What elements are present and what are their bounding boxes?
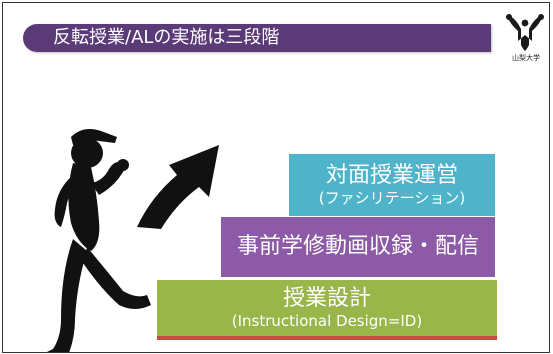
step-title: 対面授業運営: [325, 163, 458, 188]
climbing-figure-icon: [47, 129, 151, 352]
logo-caption: 山梨大学: [512, 54, 540, 62]
step-subtitle: (ファシリテーション): [318, 189, 466, 207]
step-facilitation: 対面授業運営 (ファシリテーション): [289, 154, 495, 216]
step-pre-learning-video: 事前学修動画収録・配信: [221, 217, 495, 277]
up-arrow-icon: [137, 145, 219, 229]
step-subtitle: (Instructional Design=ID): [231, 312, 423, 330]
bottom-accent-line: [157, 336, 497, 340]
page-title: 反転授業/ALの実施は三段階: [53, 27, 280, 48]
university-logo-icon: 山梨大学: [501, 11, 549, 63]
step-title: 事前学修動画収録・配信: [236, 234, 479, 259]
title-bar: 反転授業/ALの実施は三段階: [23, 24, 491, 52]
step-instructional-design: 授業設計 (Instructional Design=ID): [157, 280, 497, 336]
step-title: 授業設計: [282, 286, 371, 311]
